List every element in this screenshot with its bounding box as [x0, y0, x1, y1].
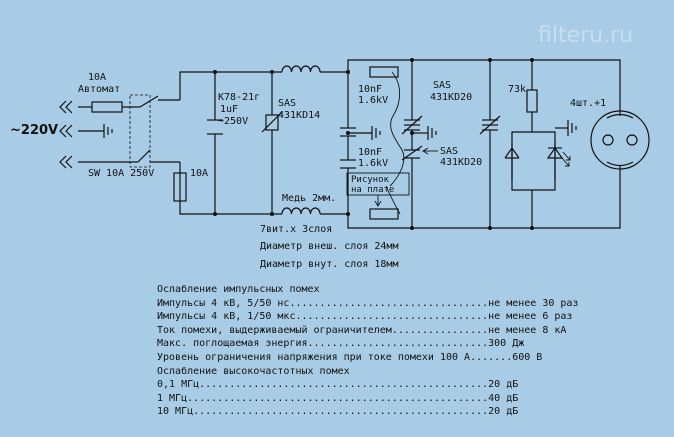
breaker-name-label: Автомат	[78, 84, 120, 95]
pcb-trace-bottom	[369, 208, 399, 220]
switch-label: SW 10A 250V	[88, 168, 154, 179]
mains-voltage-label: ~220V	[10, 123, 58, 138]
pcb-trace-top	[369, 66, 399, 78]
spec-line: Импульсы 4 кВ, 1/50 мкс.................…	[157, 311, 573, 323]
spec-line: 1 МГц...................................…	[157, 392, 519, 404]
outlet-socket-icon: 4шт.+1	[570, 98, 650, 170]
board-note-line2: на плате	[351, 185, 394, 195]
cap-model-label: K78-21г	[218, 92, 260, 103]
specifications-table: Ослабление импульсных помех Импульсы 4 к…	[157, 283, 667, 419]
spec-line: 10 МГц..................................…	[157, 406, 519, 418]
spec-line: Ослабление импульсных помех	[157, 284, 320, 295]
spec-line: 0,1 МГц.................................…	[157, 379, 519, 391]
spec-line: Импульсы 4 кВ, 5/50 нс..................…	[157, 297, 579, 309]
varistor-1: SAS 431KD14	[261, 98, 320, 133]
junction-dots	[213, 58, 534, 230]
capacitor-1uf: K78-21г 1uF ~250V	[207, 92, 260, 135]
cap-voltage-label: ~250V	[218, 116, 248, 127]
varistor-3-model-label: 431KD20	[440, 157, 482, 168]
cap-top-voltage-label: 1.6kV	[358, 95, 388, 106]
varistor-2-model-label: 431KD20	[430, 92, 472, 103]
cap-bottom-value-label: 10nF	[358, 147, 382, 158]
led-indicator	[546, 142, 571, 180]
capacitor-bottom: 10nF 1.6kV	[340, 147, 388, 169]
outlets-label: 4шт.+1	[570, 98, 606, 109]
breaker-rating-label: 10A	[88, 72, 106, 83]
resistor-label: 73k	[508, 84, 526, 95]
fuse: 10A	[173, 168, 208, 202]
circuit-breaker: 10A Автомат	[78, 72, 123, 113]
cap-value-label: 1uF	[220, 104, 238, 115]
ground-symbol-3	[567, 120, 577, 136]
spec-line: Уровень ограничения напряжения при токе …	[157, 351, 543, 363]
resistor-73k: 73k	[508, 84, 538, 113]
fuse-label: 10A	[190, 168, 208, 179]
ground-symbol-1	[371, 126, 381, 140]
choke-top	[281, 65, 321, 73]
capacitor-top: 10nF 1.6kV	[340, 84, 388, 137]
varistor-3: SAS 431KD20	[401, 145, 482, 168]
watermark: filteru.ru	[538, 23, 633, 48]
varistor-4	[479, 115, 501, 135]
choke-bottom: Медь 2мм.	[281, 193, 336, 215]
varistor-2-type-label: SAS	[433, 80, 451, 91]
board-note: Рисунок на плате	[346, 172, 410, 207]
varistor-1-type-label: SAS	[278, 98, 296, 109]
spec-line: Ослабление высокочастотных помех	[157, 365, 350, 377]
varistor-1-model-label: 431KD14	[278, 110, 320, 121]
wiring	[78, 59, 621, 229]
spec-line: Макс. поглощаемая энергия...............…	[157, 338, 525, 350]
double-pole-switch: SW 10A 250V	[88, 94, 159, 179]
spec-line: Ток помехи, выдерживаемый ограничителем.…	[157, 324, 567, 336]
coil-turns-label: 7вит.х 3слоя	[260, 224, 332, 235]
board-note-line1: Рисунок	[351, 175, 390, 185]
coil-outer-label: Диаметр внеш. слоя 24мм	[260, 241, 398, 252]
copper-label: Медь 2мм.	[282, 193, 336, 204]
cap-top-value-label: 10nF	[358, 84, 382, 95]
varistor-3-type-label: SAS	[440, 146, 458, 157]
varistor-2: SAS 431KD20	[401, 80, 472, 135]
cap-bottom-voltage-label: 1.6kV	[358, 158, 388, 169]
diode	[504, 142, 520, 180]
coil-inner-label: Диаметр внут. слоя 18мм	[260, 259, 398, 270]
mains-input: ~220V	[10, 100, 113, 169]
ground-symbol-2	[427, 126, 437, 140]
coil-notes: 7вит.х 3слоя Диаметр внеш. слоя 24мм Диа…	[260, 224, 398, 270]
